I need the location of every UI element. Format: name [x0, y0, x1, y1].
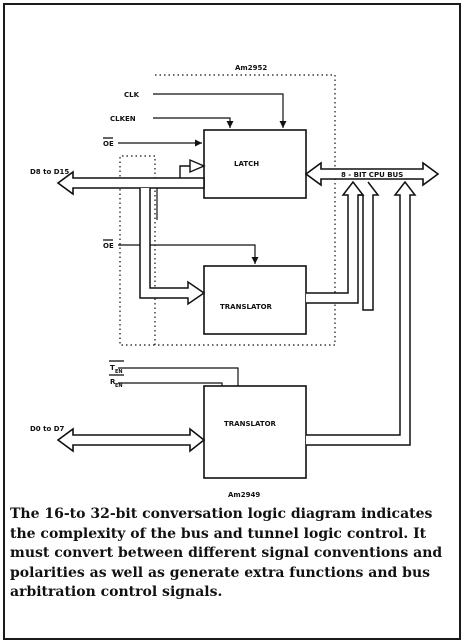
latch-block	[203, 129, 307, 199]
signal-r: R	[110, 378, 116, 386]
signal-t: T	[110, 364, 115, 372]
clken-line	[153, 117, 234, 128]
translator-upper-to-cpu	[306, 180, 365, 304]
translator-lower-block	[203, 385, 307, 479]
dbus-to-translator	[139, 188, 206, 306]
signal-clk: CLK	[124, 91, 140, 99]
signal-clken: CLKEN	[110, 115, 136, 123]
d8-d15-bus-arrow	[56, 170, 205, 196]
bus-label-d0-d7: D0 to D7	[30, 425, 65, 433]
signal-t-sub: EN	[115, 369, 123, 375]
figure-caption: The 16-to 32-bit conversation logic diag…	[10, 506, 443, 600]
cpu-bus-arrow	[304, 161, 440, 187]
t-en-line	[118, 367, 239, 386]
bus-label-d8-d15: D8 to D15	[30, 168, 69, 176]
am2952-outline	[118, 74, 336, 346]
latch-label: LATCH	[234, 160, 259, 168]
translator-lower-label: TRANSLATOR	[224, 420, 277, 428]
d0-d7-bus-arrow	[56, 427, 206, 453]
clk-line	[153, 93, 287, 128]
cpu-to-translator-down	[358, 181, 380, 311]
chip-label-am2949: Am2949	[228, 491, 260, 499]
signal-oe-mid: OE	[103, 242, 114, 250]
latch-input-arrow	[179, 158, 206, 178]
translator-upper-block	[203, 265, 307, 335]
signal-r-sub: EN	[115, 383, 123, 389]
am2952-outline-left	[119, 180, 155, 346]
chip-label-am2952: Am2952	[235, 64, 267, 72]
signal-oe-top: OE	[103, 140, 114, 148]
translator-upper-label: TRANSLATOR	[220, 303, 273, 311]
oe-mid-line	[118, 244, 259, 264]
r-en-line	[118, 382, 223, 386]
translator-lower-to-cpu	[306, 180, 417, 446]
bus-label-cpu: 8 - BIT CPU BUS	[341, 171, 403, 179]
